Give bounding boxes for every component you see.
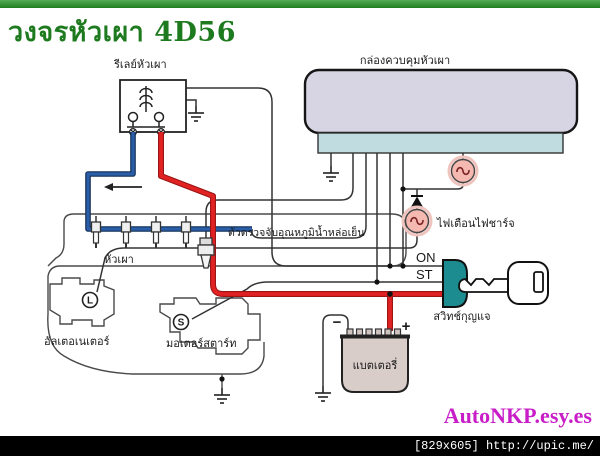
switch-body: [442, 259, 468, 308]
footer-bar: [829x605] http://upic.me/: [0, 436, 600, 456]
relay-contacts-icon: [127, 111, 165, 128]
lamp-icon: [447, 155, 479, 187]
alternator-terminal: L: [87, 296, 93, 307]
page-title: วงจรหัวเผา 4D56: [8, 17, 237, 48]
battery: − + แบตเตอรี่: [333, 314, 411, 393]
starter-body: [159, 297, 261, 355]
footer-url-text: [829x605] http://upic.me/: [413, 439, 594, 453]
coolant-sensor: ตัวตรวจจับอุณหภูมิน้ำหล่อเย็น: [197, 225, 365, 269]
ground-icon: [314, 385, 332, 402]
glow-plug-icon: [120, 215, 132, 249]
starter-label: มอเตอร์สตาร์ท: [166, 337, 236, 350]
key-icon: [458, 261, 549, 305]
charge-warning-lamp: ไฟเตือนไฟชาร์จ: [401, 205, 515, 237]
ground-icon: [322, 165, 340, 182]
glow-plugs: หัวเผา: [90, 215, 192, 266]
ground-icon: [187, 105, 205, 122]
control-box-connector: [317, 132, 564, 154]
alternator-body: [49, 277, 115, 327]
glow-plugs-label: หัวเผา: [104, 254, 134, 266]
junction-dots: [219, 186, 406, 382]
switch-position-st: ST: [416, 267, 433, 282]
starter: S มอเตอร์สตาร์ท: [166, 313, 236, 350]
battery-minus: −: [333, 314, 342, 331]
alternator-label: อัลเตอเนเตอร์: [44, 335, 110, 348]
watermark-text: AutoNKP.esy.es: [443, 403, 592, 428]
charge-lamp-label: ไฟเตือนไฟชาร์จ: [436, 217, 515, 230]
blue-wire: [85, 132, 252, 232]
ignition-switch: ON ST สวิทช์กุญแจ: [416, 250, 549, 323]
battery-label: แบตเตอรี่: [353, 357, 398, 372]
glow-indicator-lamp: [447, 155, 479, 187]
relay-body: [119, 79, 187, 133]
diode: [411, 195, 423, 207]
relay-label: รีเลย์หัวเผา: [113, 58, 167, 71]
lamp-icon: [401, 205, 433, 237]
control-box-label: กล่องควบคุมหัวเผา: [360, 55, 450, 67]
glow-relay: รีเลย์หัวเผา: [113, 58, 187, 137]
glow-plug-icon: [150, 215, 162, 249]
glow-control-box: กล่องควบคุมหัวเผา: [303, 55, 579, 154]
wiring-diagram: กล่องควบคุมหัวเผา: [44, 55, 579, 404]
switch-label: สวิทช์กุญแจ: [433, 310, 490, 323]
glow-plug-icon: [90, 215, 102, 249]
starter-terminal: S: [178, 318, 185, 329]
ground-icon: [213, 387, 231, 404]
relay-coil-icon: [139, 86, 153, 112]
battery-body: [341, 335, 409, 393]
coolant-sensor-label: ตัวตรวจจับอุณหภูมิน้ำหล่อเย็น: [228, 225, 365, 239]
top-green-bar: [0, 0, 600, 8]
glow-plug-icon: [180, 215, 192, 249]
alternator: L อัลเตอเนเตอร์: [44, 291, 110, 348]
battery-plus: +: [402, 318, 411, 335]
red-wire: [158, 132, 443, 331]
switch-position-on: ON: [416, 250, 436, 265]
current-arrow-icon: [104, 183, 142, 191]
control-box-body: [303, 68, 579, 135]
